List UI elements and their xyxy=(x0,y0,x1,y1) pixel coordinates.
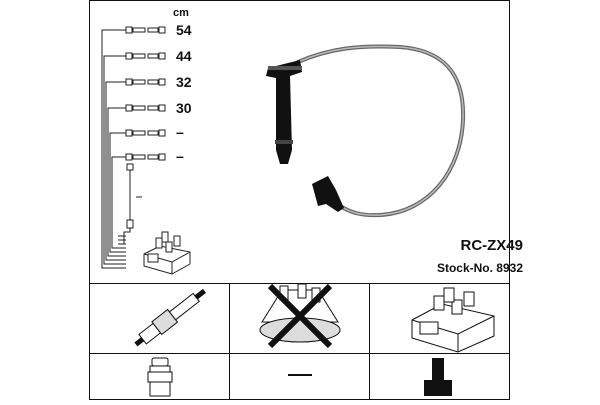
coil-pack-large-icon xyxy=(411,287,495,353)
length-label: 30 xyxy=(176,100,192,116)
wire-connectors xyxy=(125,26,166,229)
connector-row xyxy=(125,129,166,137)
plug-boot xyxy=(266,60,302,164)
lead-terminal xyxy=(126,163,134,171)
coil-pack-icon xyxy=(143,231,191,275)
model-label: RC-ZX49 xyxy=(460,237,523,254)
unit-label: cm xyxy=(173,7,189,19)
length-label: – xyxy=(176,124,184,140)
plug-terminal-icon xyxy=(147,357,173,397)
wire-legend xyxy=(101,29,131,269)
ignition-lead xyxy=(266,44,466,218)
lead-terminal xyxy=(126,219,134,229)
distributor-cap-icon xyxy=(259,283,341,349)
length-label: 54 xyxy=(176,22,192,38)
coil-terminal-icon xyxy=(424,358,452,396)
length-label: – xyxy=(176,148,184,164)
length-label: 44 xyxy=(176,48,192,64)
stock-number: Stock-No. 8932 xyxy=(436,261,523,275)
connector-row xyxy=(125,26,166,34)
spark-plug-icon xyxy=(134,288,207,347)
connector-row xyxy=(125,78,166,86)
connector-row xyxy=(125,52,166,60)
length-label: 32 xyxy=(176,74,192,90)
coil-boot xyxy=(312,176,344,212)
connector-row xyxy=(125,153,166,161)
cell-dash xyxy=(288,374,312,376)
connector-row xyxy=(125,104,166,112)
